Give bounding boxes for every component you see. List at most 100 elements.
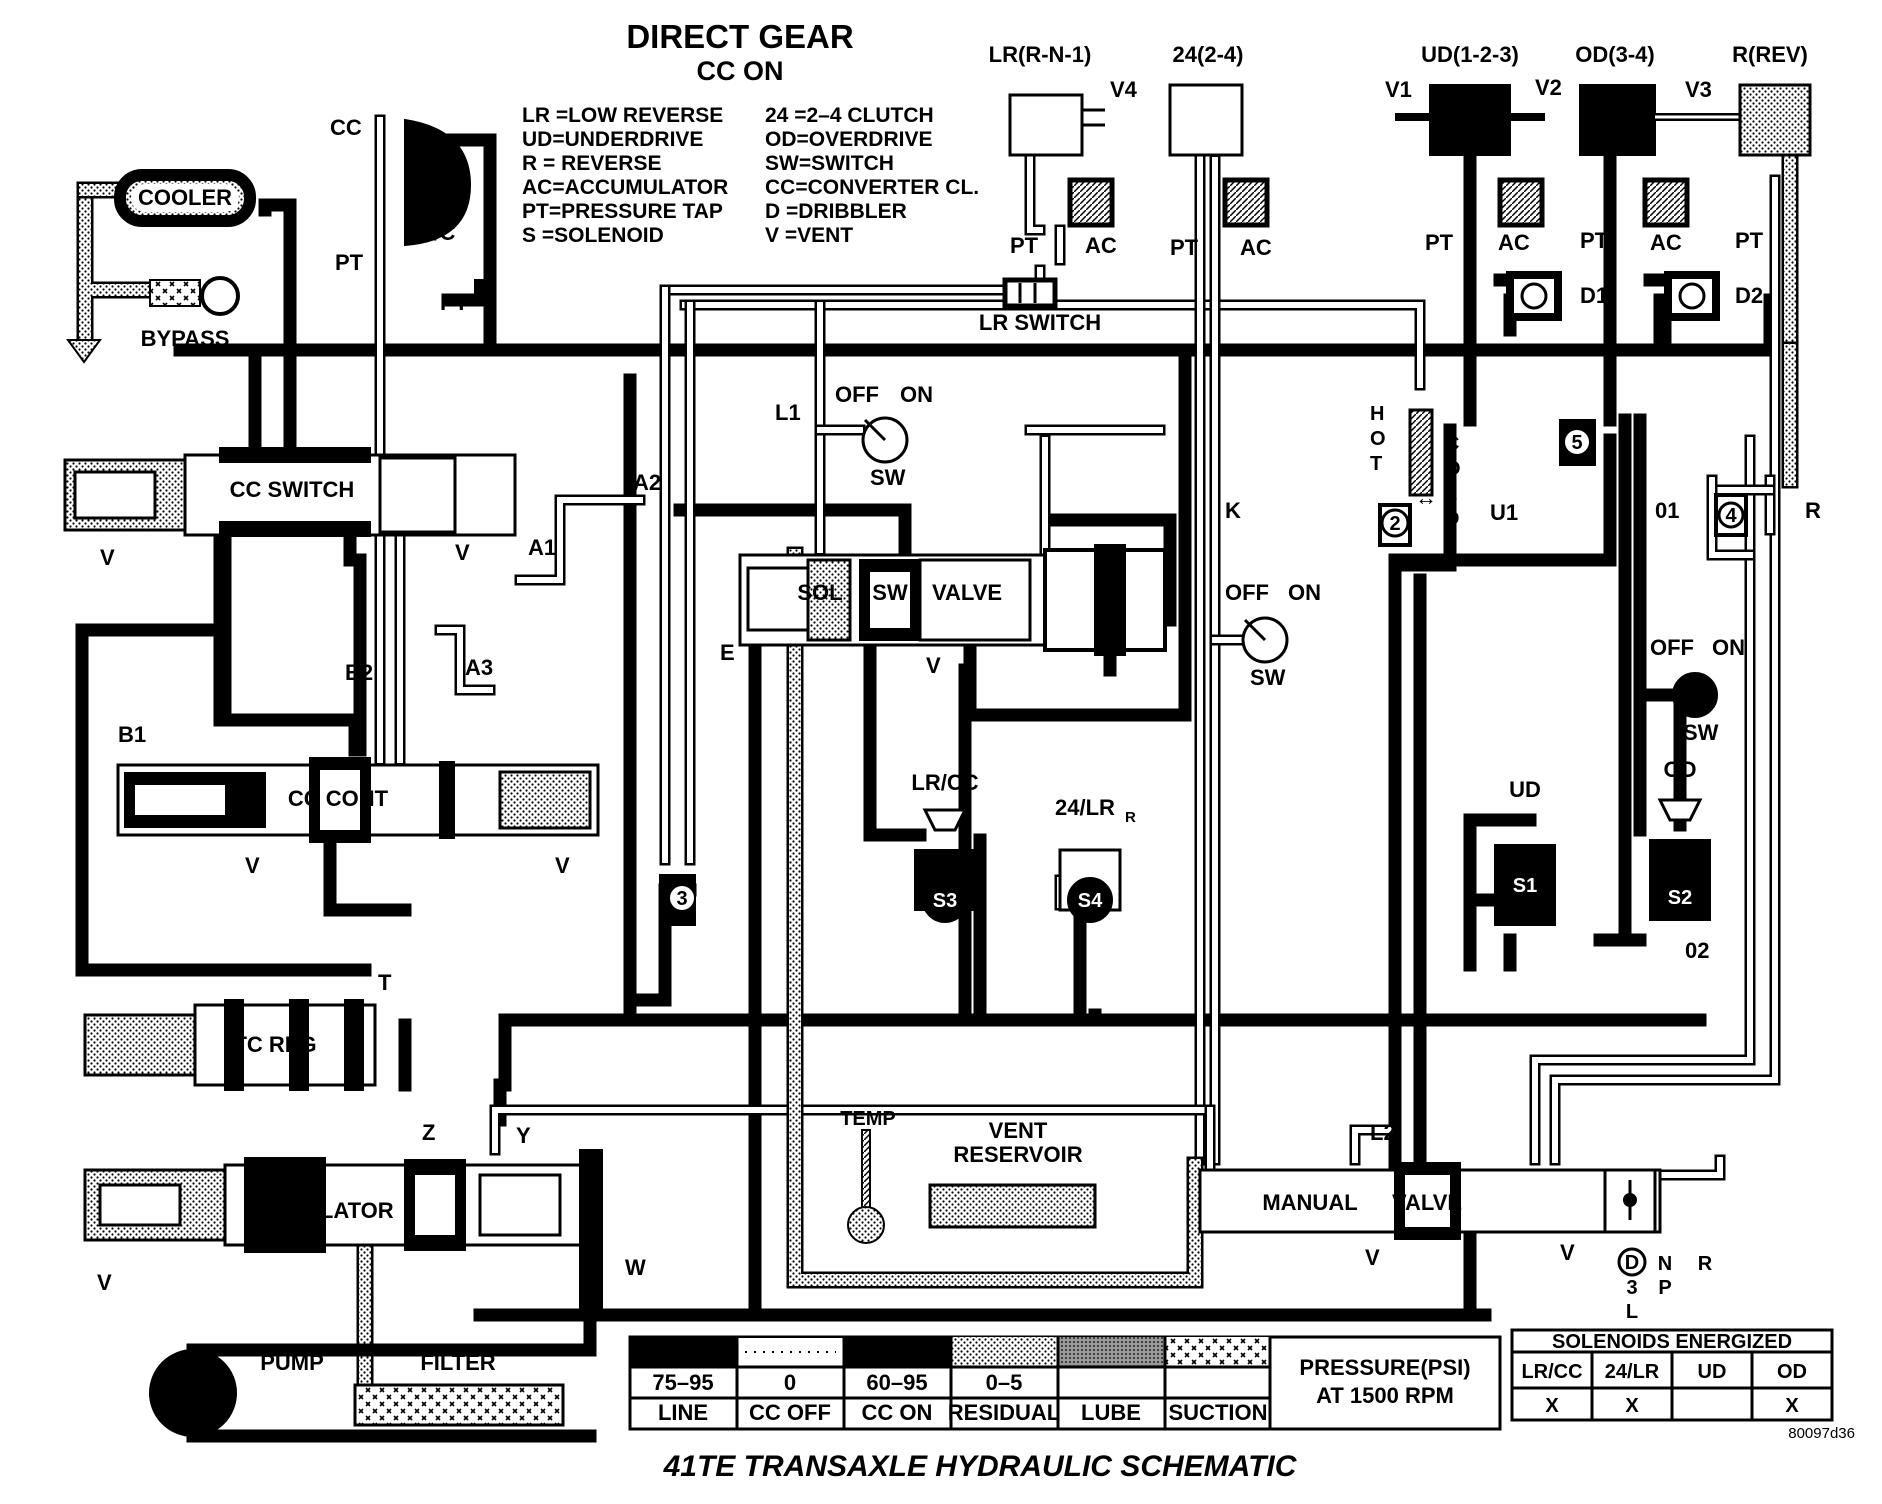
- on-label-3: ON: [1712, 635, 1745, 660]
- bypass-label: BYPASS: [141, 326, 230, 351]
- cooler: COOLER: [114, 169, 256, 227]
- filter-label: FILTER: [420, 1350, 495, 1375]
- check-3-label: 3: [676, 888, 687, 910]
- clutch-od-label: OD(3-4): [1575, 42, 1654, 67]
- torque-converter: CC T/C PT PT: [330, 115, 491, 315]
- clutch-ud-label: UD(1-2-3): [1421, 42, 1519, 67]
- clutch-lr: LR(R-N-1) V4: [989, 42, 1138, 157]
- v-label-man1: V: [1365, 1245, 1380, 1270]
- clutch-rev-label: R(REV): [1732, 42, 1808, 67]
- sol-table-v3: X: [1785, 1395, 1799, 1417]
- bypass-valve: BYPASS: [141, 276, 240, 351]
- s3-label: S3: [933, 890, 957, 912]
- cold-l: L: [1445, 483, 1457, 505]
- figure-caption: 41TE TRANSAXLE HYDRAULIC SCHEMATIC: [663, 1450, 1298, 1483]
- sol-table-h3: OD: [1777, 1361, 1807, 1383]
- legend-left-0: LR =LOW REVERSE: [522, 104, 723, 127]
- clutch-rev: R(REV): [1732, 42, 1812, 157]
- check-ball-3: 3: [659, 874, 696, 926]
- v-label-reg: V: [97, 1270, 112, 1295]
- pump-label: PUMP: [260, 1350, 324, 1375]
- solenoids-energized-table: SOLENOIDS ENERGIZED LR/CC 24/LR UD OD X …: [1510, 1328, 1834, 1422]
- pump: PUMP FILTER: [149, 1318, 597, 1443]
- valve-label-sol: VALVE: [932, 580, 1002, 605]
- gear-p-label: P: [1658, 1277, 1671, 1299]
- zero-pressure-passages: [374, 94, 1781, 1181]
- s1-label: S1: [1513, 875, 1537, 897]
- w-label: W: [625, 1255, 646, 1280]
- o2-label: 02: [1685, 938, 1709, 963]
- accumulators: PT AC PT AC PT AC PT AC PT: [1010, 177, 1764, 260]
- cold-d: D: [1445, 508, 1459, 530]
- legend-right-3: CC=CONVERTER CL.: [765, 176, 979, 199]
- tc-regulator-valve: TC REG T: [83, 970, 392, 1091]
- legend-right-5: V =VENT: [765, 224, 853, 247]
- legend-name-suction: SUCTION: [1169, 1400, 1268, 1425]
- r-label: R: [1805, 498, 1821, 523]
- solenoid-s4: S4 24/LR R: [1055, 795, 1136, 923]
- legend-val-ccoff: 0: [784, 1370, 796, 1395]
- a3-label: A3: [465, 655, 493, 680]
- check-2-label: 2: [1389, 513, 1400, 535]
- v-label-solsw: V: [926, 653, 941, 678]
- ac-label-ud: AC: [1498, 230, 1530, 255]
- dribblers: D1 D2: [1506, 271, 1763, 321]
- d1-label: D1: [1580, 283, 1608, 308]
- pt-label-lr: PT: [1010, 233, 1039, 258]
- solenoid-s3: S3 LR/CC: [911, 770, 979, 923]
- on-label-2: ON: [1288, 580, 1321, 605]
- clutch-24-label: 24(2-4): [1173, 42, 1244, 67]
- v2-label: V2: [1535, 75, 1562, 100]
- t-label: T: [378, 970, 392, 995]
- pressure-switch-l1: OFF ON SW: [835, 382, 933, 490]
- sol-table-title: SOLENOIDS ENERGIZED: [1552, 1331, 1792, 1353]
- check-4-label: 4: [1725, 505, 1737, 527]
- sw-label-3: SW: [1683, 720, 1719, 745]
- cooler-label: COOLER: [138, 185, 232, 210]
- vent-label: VENT: [989, 1118, 1048, 1143]
- pt-label-ud: PT: [1425, 230, 1454, 255]
- legend-name-ccoff: CC OFF: [749, 1400, 831, 1425]
- check-ball-5: 5: [1559, 419, 1596, 466]
- pt-label-tc2: PT: [440, 290, 469, 315]
- od-sol-label: OD: [1664, 757, 1697, 782]
- clutch-24: 24(2-4): [1168, 42, 1244, 157]
- pressure-legend-table: 75–95 0 60–95 0–5 LINE CC OFF CC ON RESI…: [628, 1335, 1502, 1431]
- manual-valve: MANUAL VALVE L2 V V: [1198, 1120, 1662, 1270]
- l2-label: L2: [1370, 1120, 1396, 1145]
- pressure-note-2: AT 1500 RPM: [1316, 1383, 1454, 1408]
- solenoid-s1: S1 UD: [1494, 777, 1556, 926]
- gear-n-label: N: [1658, 1253, 1672, 1275]
- hot-h: H: [1370, 403, 1384, 425]
- legend-right-2: SW=SWITCH: [765, 152, 894, 175]
- sw-label-valve: SW: [872, 580, 908, 605]
- drain-arrow-icon: [66, 339, 102, 364]
- off-label-2: OFF: [1225, 580, 1269, 605]
- legend-left-5: S =SOLENOID: [522, 224, 664, 247]
- s2-label: S2: [1668, 887, 1692, 909]
- pressure-switch-k: OFF ON SW K: [1225, 498, 1321, 690]
- lr-switch: LR SWITCH: [979, 277, 1101, 335]
- cold-o: O: [1445, 458, 1461, 480]
- a1-label: A1: [528, 535, 556, 560]
- gear-r-label: R: [1698, 1253, 1713, 1275]
- on-label-1: ON: [900, 382, 933, 407]
- d2-label: D2: [1735, 283, 1763, 308]
- cc-label: CC: [330, 115, 362, 140]
- solenoid-switch-valve: SOL SW VALVE V E A2 L1: [633, 400, 1167, 678]
- thermal-valve: H O T C O L D ↔ 2: [1370, 403, 1461, 547]
- clutch-od: OD(3-4) V3: [1575, 42, 1740, 156]
- pressure-note-1: PRESSURE(PSI): [1299, 1355, 1470, 1380]
- pt-label-rev: PT: [1735, 228, 1764, 253]
- clutch-ud: UD(1-2-3) V1 V2: [1385, 42, 1562, 156]
- check-5-label: 5: [1571, 432, 1582, 454]
- sol-table-h2: UD: [1698, 1361, 1727, 1383]
- b1-label: B1: [118, 722, 146, 747]
- pt-label-od: PT: [1580, 228, 1609, 253]
- temp-label: TEMP: [840, 1108, 896, 1130]
- lr24-sol-label: 24/LR: [1055, 795, 1115, 820]
- abbreviation-legend: LR =LOW REVERSE UD=UNDERDRIVE R = REVERS…: [522, 104, 979, 247]
- sw-label-2: SW: [1250, 665, 1286, 690]
- cold-c: C: [1445, 433, 1459, 455]
